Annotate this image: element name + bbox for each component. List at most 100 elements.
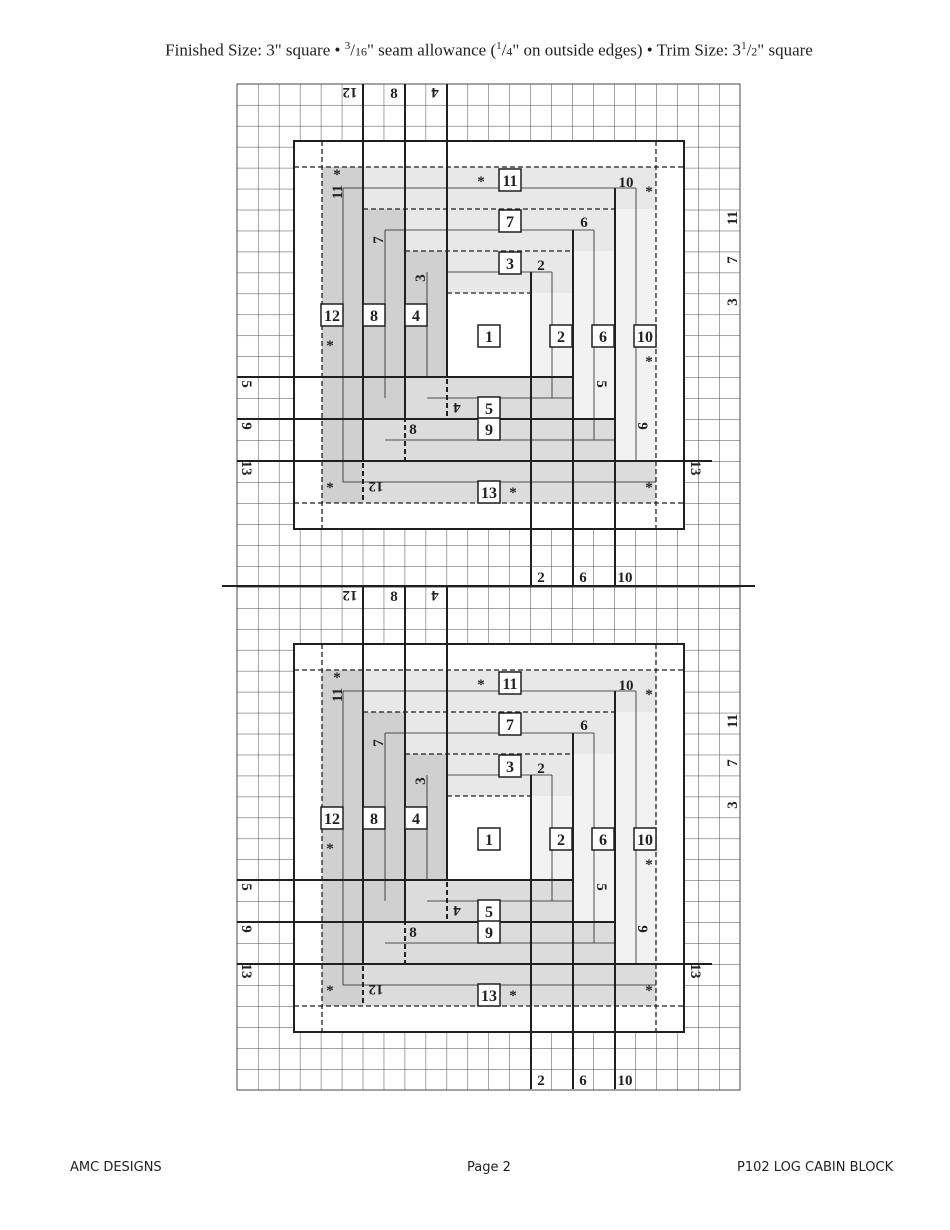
piece-label-8: 8 [370,308,378,325]
star-marker-2: * [477,174,485,190]
piece-label-9-box [477,920,501,944]
piece-label-4-box [404,806,428,830]
piece-10 [615,167,656,461]
piece-label-13: 13 [481,988,497,1005]
strip-label-4: 4 [453,902,461,918]
strip-label-12: 12 [369,478,384,494]
top-label-8: 8 [390,86,398,102]
star-marker-6: * [326,480,334,496]
fraction-num: 1 [496,40,502,52]
right-label-3: 3 [725,801,741,809]
star-marker-4: * [645,857,653,873]
strip-label-12: 12 [369,981,384,997]
piece-label-10-box [633,827,657,851]
piece-label-12-box [320,303,344,327]
bottom-label-2: 2 [537,1073,545,1089]
piece-label-2: 2 [557,832,565,849]
top-label-4: 4 [431,587,439,603]
piece-label-2: 2 [557,329,565,346]
piece-label-13-box [477,480,501,504]
strip-label-9: 9 [634,925,650,933]
left-label-13: 13 [238,964,254,979]
right-edge-label-13: 13 [687,461,703,476]
piece-label-8-box [362,806,386,830]
strip-label-6: 6 [580,215,588,231]
bottom-label-6: 6 [579,1073,587,1089]
piece-label-12-box [320,806,344,830]
strip-label-7: 7 [371,739,387,747]
piece-label-6-box [591,324,615,348]
piece-label-10: 10 [637,329,653,346]
right-label-11: 11 [725,211,741,225]
piece-label-1: 1 [485,832,493,849]
piece-label-7-box [498,712,522,736]
piece-label-7: 7 [506,717,514,734]
fraction-den: 2 [751,44,758,59]
right-label-3: 3 [725,298,741,306]
piece-label-13: 13 [481,485,497,502]
strip-label-2: 2 [537,258,545,274]
piece-label-6-box [591,827,615,851]
piece-label-6: 6 [599,329,607,346]
piece-label-11-box [498,671,522,695]
bottom-label-2: 2 [537,570,545,586]
piece-label-3-box [498,251,522,275]
star-marker-3: * [645,184,653,200]
bottom-label-6: 6 [579,570,587,586]
page-header: Finished Size: 3" square • 3/16" seam al… [165,40,813,60]
bottom-label-10: 10 [618,1073,633,1089]
piece-label-13-box [477,983,501,1007]
piece-label-1-box [477,827,501,851]
strip-label-11: 11 [330,185,346,199]
fraction-num: 1 [741,40,747,52]
piece-label-10: 10 [637,832,653,849]
star-marker-2: * [477,677,485,693]
strip-label-5: 5 [593,380,609,388]
top-label-4: 4 [431,84,439,100]
seam-allowance-text: " seam allowance ( [366,40,497,60]
star-marker-1: * [333,167,341,183]
piece-label-11-box [498,168,522,192]
piece-label-4: 4 [412,308,420,325]
piece-label-2-box [549,324,573,348]
footer-right: P102 LOG CABIN BLOCK [737,1160,894,1175]
fraction-den: 16 [354,44,367,59]
strip-label-11: 11 [330,688,346,702]
piece-label-2-box [549,827,573,851]
star-marker-7: * [509,485,517,501]
strip-label-3: 3 [413,274,429,282]
strip-label-5: 5 [593,883,609,891]
star-marker-5: * [326,841,334,857]
right-label-7: 7 [725,256,741,264]
piece-label-7-box [498,209,522,233]
piece-label-5: 5 [485,904,493,921]
square-text: " square [757,40,813,60]
strip-label-7: 7 [371,236,387,244]
footer-left: AMC DESIGNS [70,1160,162,1175]
strip-label-4: 4 [453,399,461,415]
piece-label-11: 11 [502,676,517,693]
star-marker-4: * [645,354,653,370]
trim-size-text: " on outside edges) • Trim Size: 3 [512,40,742,60]
finished-size-text: Finished Size: 3" square • [165,40,345,60]
star-marker-1: * [333,670,341,686]
strip-label-8: 8 [409,422,417,438]
top-label-12: 12 [343,84,358,100]
top-label-12: 12 [343,587,358,603]
left-label-5: 5 [238,883,254,891]
right-label-11: 11 [725,714,741,728]
piece-label-5: 5 [485,401,493,418]
piece-label-4: 4 [412,811,420,828]
piece-label-7: 7 [506,214,514,231]
star-marker-6: * [326,983,334,999]
top-label-8: 8 [390,589,398,605]
piece-label-3: 3 [506,256,514,273]
piece-label-11: 11 [502,173,517,190]
strip-label-6: 6 [580,718,588,734]
piece-label-3: 3 [506,759,514,776]
star-marker-8: * [645,480,653,496]
strip-label-8: 8 [409,925,417,941]
strip-label-3: 3 [413,777,429,785]
